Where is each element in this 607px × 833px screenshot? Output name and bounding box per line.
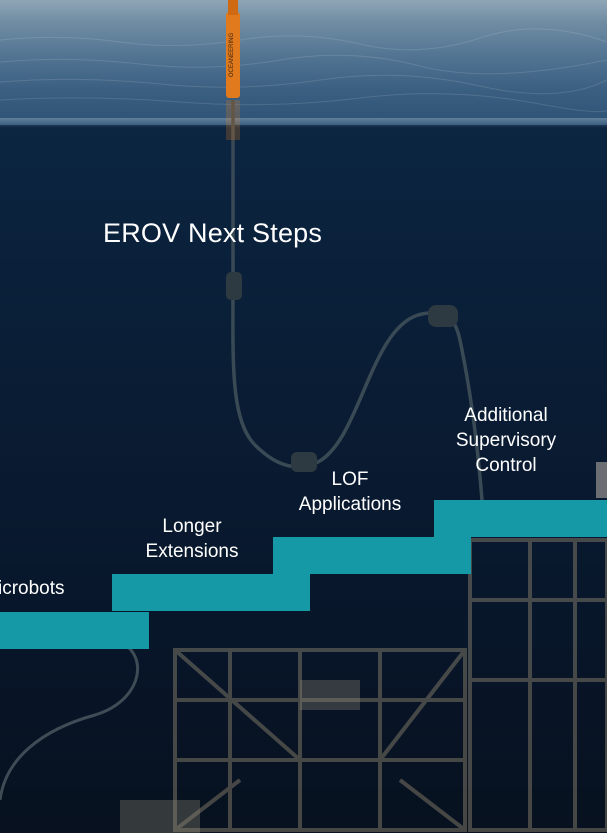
float-icon: [291, 452, 317, 472]
buoy-icon: [226, 12, 240, 98]
step-bar-2: [112, 574, 310, 611]
step-label-4: Additional Supervisory Control: [455, 405, 557, 476]
step-label-3: LOF Applications: [298, 469, 402, 515]
step-bar-3: [273, 537, 471, 574]
step-label-1: icrobots: [0, 578, 65, 599]
waterline: [0, 118, 607, 128]
step-label-2: Longer Extensions: [145, 516, 239, 562]
step-bar-1: [0, 612, 149, 649]
step-bar-4: [434, 500, 607, 537]
wave-texture: [0, 28, 607, 113]
float-icon: [226, 272, 242, 300]
buoy-text: OCEANEERING: [229, 32, 235, 77]
sea-surface-background: [0, 0, 607, 125]
slide-title: EROV Next Steps: [103, 218, 323, 248]
float-icon: [428, 305, 458, 327]
step-bar-edge: [596, 462, 607, 498]
